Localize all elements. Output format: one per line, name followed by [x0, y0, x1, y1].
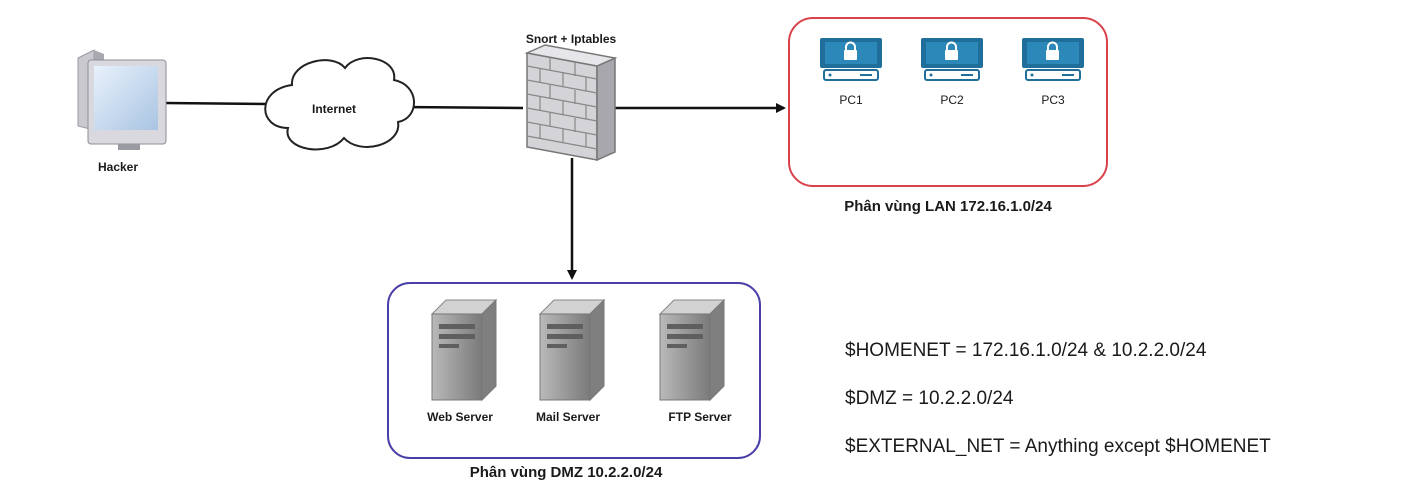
homenet-definition: $HOMENET = 172.16.1.0/24 & 10.2.2.0/24	[845, 340, 1207, 361]
hacker-label: Hacker	[97, 160, 139, 174]
dmz-zone	[387, 282, 761, 459]
pc3-monitor-icon	[1022, 38, 1084, 81]
pc1-monitor-icon	[820, 38, 882, 81]
pc1-label: PC1	[839, 93, 863, 107]
web-server-label: Web Server	[427, 410, 493, 424]
mail-server-label: Mail Server	[535, 410, 601, 424]
internet-label: Internet	[311, 102, 357, 116]
dmz-definition: $DMZ = 10.2.2.0/24	[845, 388, 1014, 409]
ftp-server-label: FTP Server	[668, 410, 732, 424]
pc2-label: PC2	[940, 93, 964, 107]
lan-zone	[788, 17, 1108, 187]
link-hacker-internet	[164, 101, 269, 106]
pc2-monitor-icon	[921, 38, 983, 81]
external-net-definition: $EXTERNAL_NET = Anything except $HOMENET	[845, 436, 1271, 457]
web-server-icon	[430, 298, 498, 402]
lan-zone-label: Phân vùng LAN 172.16.1.0/24	[844, 198, 1052, 215]
ftp-server-icon	[658, 298, 726, 402]
computer-icon	[77, 49, 167, 150]
link-internet-firewall	[399, 105, 524, 110]
mail-server-icon	[538, 298, 606, 402]
dmz-zone-label: Phân vùng DMZ 10.2.2.0/24	[469, 464, 663, 481]
cloud-icon	[264, 57, 415, 151]
firewall-label: Snort + Iptables	[525, 32, 617, 46]
pc3-label: PC3	[1041, 93, 1065, 107]
firewall-icon	[524, 44, 618, 162]
